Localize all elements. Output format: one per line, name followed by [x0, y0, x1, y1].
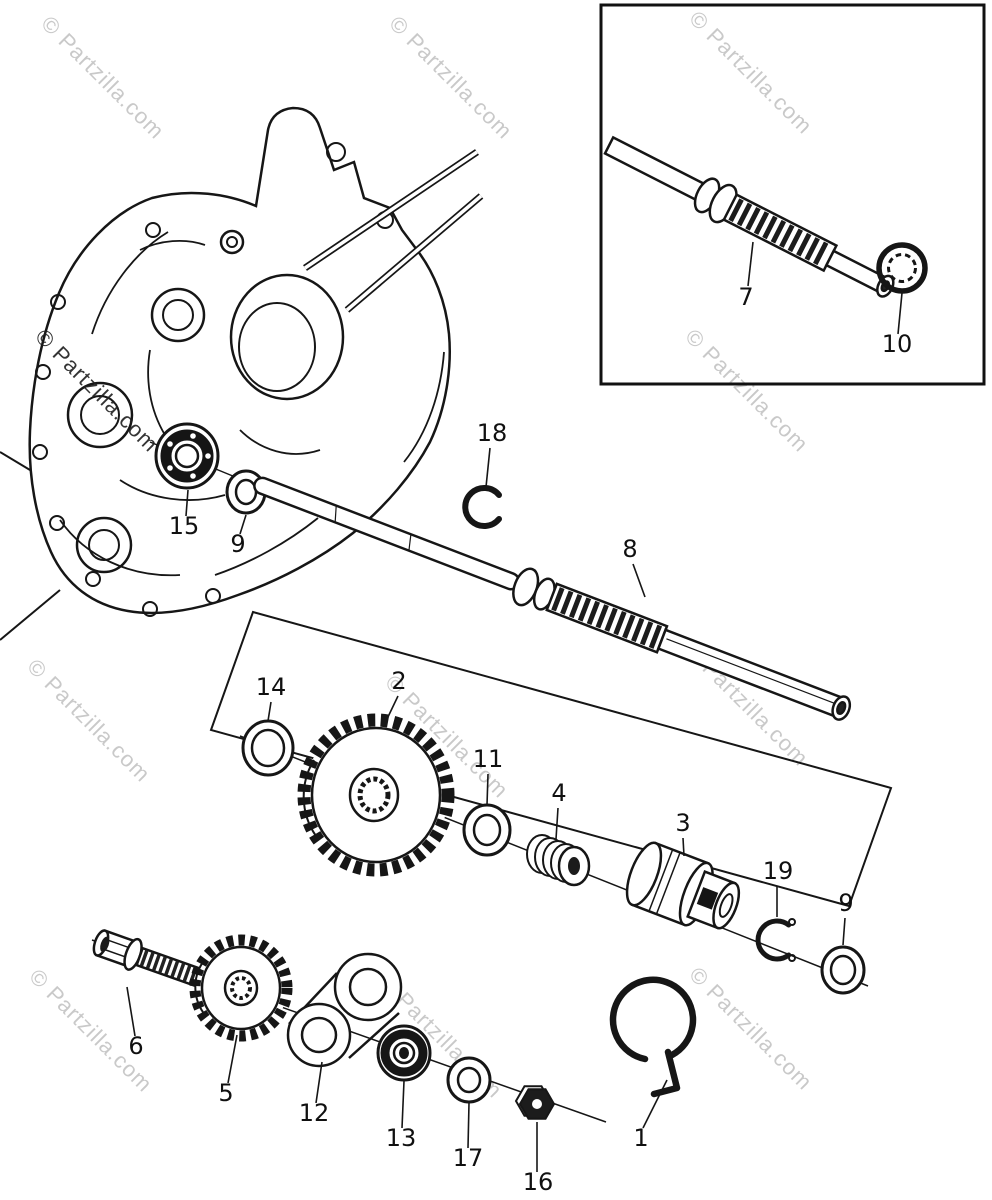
callout-10: 10 [882, 330, 913, 358]
part-5-gear [189, 934, 293, 1042]
watermark-text: © Partzilla.com [680, 324, 813, 457]
callout-6: 6 [128, 1032, 143, 1060]
callout-12: 12 [299, 1099, 330, 1127]
callout-15: 15 [169, 512, 200, 540]
callouts: 7 10 18 15 9 8 14 2 11 4 3 19 9 6 5 12 1… [128, 283, 912, 1196]
callout-16: 16 [523, 1168, 554, 1196]
bolt-holes [32, 142, 394, 617]
part-17-washer [446, 1056, 492, 1104]
part-7-spindle-detail [603, 135, 895, 298]
part-19-circlip [755, 918, 796, 962]
callout-18: 18 [477, 419, 508, 447]
callout-8: 8 [622, 535, 637, 563]
callout-17: 17 [453, 1144, 484, 1172]
callout-2: 2 [391, 667, 406, 695]
part-2-gear [297, 713, 455, 877]
part-4-spring [526, 834, 591, 887]
callout-19: 19 [763, 857, 794, 885]
inset-box [599, 3, 986, 386]
callout-3: 3 [675, 809, 690, 837]
leader-lines [126, 241, 903, 1172]
part-14-washer [241, 719, 295, 777]
part-13-collar [376, 1024, 432, 1082]
part-1-spring-clip [609, 976, 697, 1098]
watermark-text: © Partzilla.com [684, 6, 817, 139]
watermark-text: © Partzilla.com [36, 11, 169, 144]
part-10-snap-ring [876, 242, 928, 294]
crankcase-drawing [0, 106, 484, 641]
callout-11: 11 [473, 745, 504, 773]
part-11-washer [462, 803, 512, 857]
callout-7: 7 [738, 283, 753, 311]
idler-assembly [91, 929, 607, 1123]
mounting-studs [303, 149, 484, 313]
watermark-text: © Partzilla.com [24, 964, 157, 1097]
callout-9-left: 9 [230, 530, 245, 558]
bearing-balls [167, 433, 211, 479]
callout-1: 1 [633, 1124, 648, 1152]
watermark-text: © Partzilla.com [22, 654, 155, 787]
assembly-outline-box [209, 610, 893, 908]
callout-9-right: 9 [838, 889, 853, 917]
part-15-bearing [154, 422, 220, 490]
part-16-nut [514, 1085, 556, 1120]
gear-assembly [209, 610, 893, 995]
watermark-text: © Partzilla.com [684, 962, 817, 1095]
callout-5: 5 [218, 1079, 233, 1107]
part-18-circlip [462, 485, 502, 529]
callout-4: 4 [551, 779, 566, 807]
callout-13: 13 [386, 1124, 417, 1152]
part-3-collar [625, 841, 741, 930]
part-8-kick-spindle [253, 476, 852, 721]
part-9-washer-right [820, 945, 866, 995]
part-12-plate [286, 952, 403, 1068]
callout-14: 14 [256, 673, 287, 701]
watermark-text: © Partzilla.com [384, 11, 517, 144]
